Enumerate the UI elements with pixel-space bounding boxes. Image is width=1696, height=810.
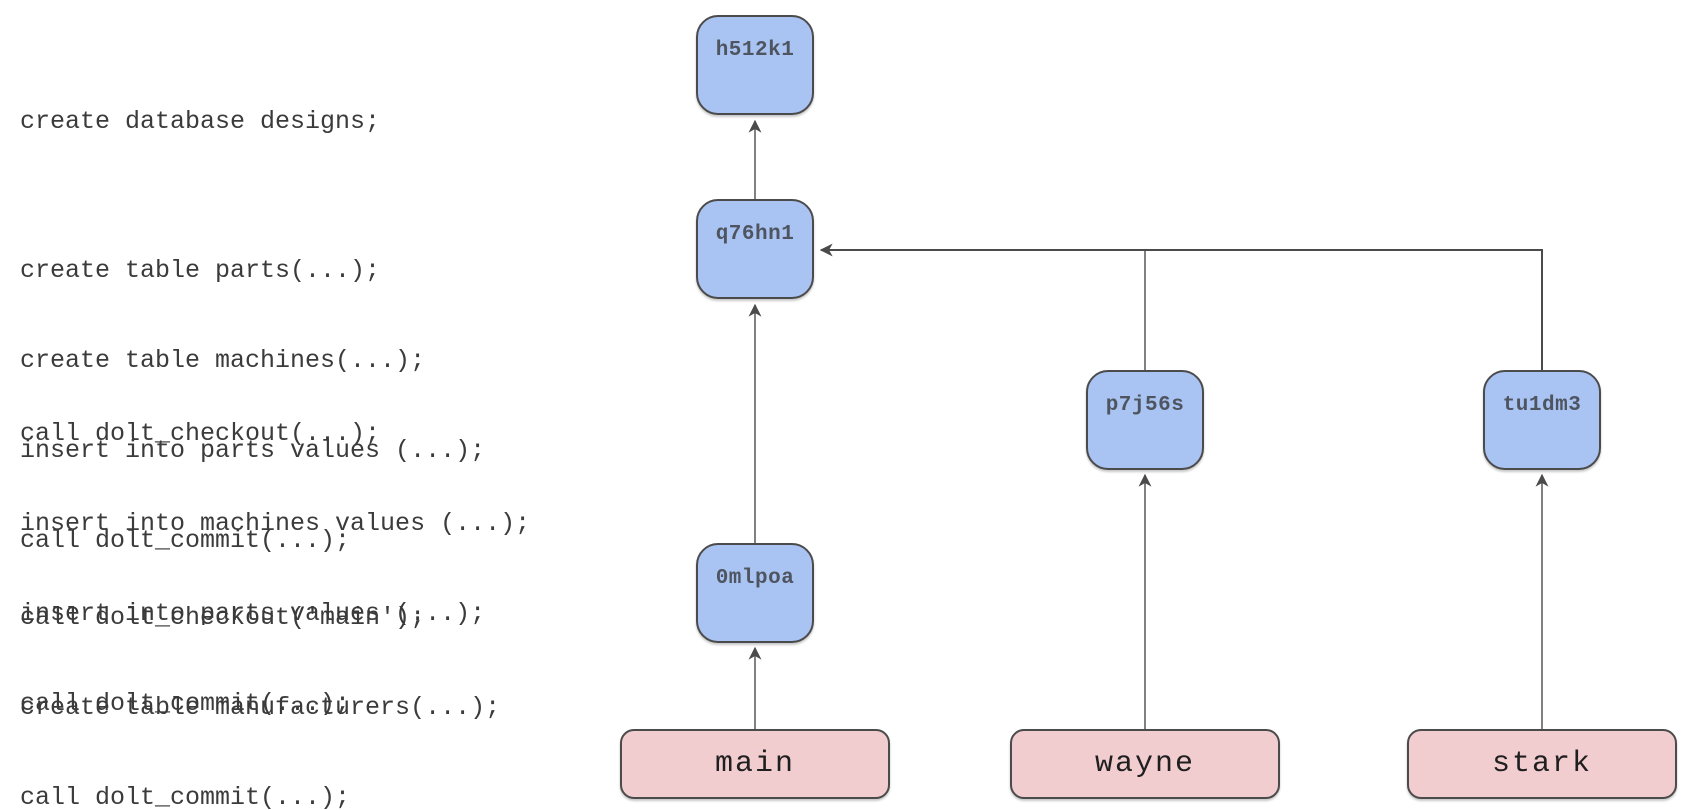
- sql-snippet-first-commit: create table parts(...); create table ma…: [20, 196, 485, 616]
- code-line: insert into machines values (...);: [20, 509, 531, 538]
- code-line: create table manufacturers(...);: [20, 693, 501, 722]
- code-line: insert into parts values (...);: [20, 599, 486, 628]
- sql-snippet-main-commit: call dolt_checkout('main'); create table…: [20, 543, 500, 810]
- code-line: call dolt_commit(...);: [20, 783, 351, 810]
- code-line: call dolt_commit(...);: [20, 526, 351, 555]
- code-line: create database designs;: [20, 107, 381, 136]
- commit-id: p7j56s: [1105, 394, 1185, 417]
- code-line: insert into parts values (...);: [20, 436, 486, 465]
- commit-node-0mlpoa: 0mlpoa: [696, 543, 814, 643]
- commit-node-p7j56s: p7j56s: [1086, 370, 1204, 470]
- sql-snippet-branch-commit: call dolt_checkout(...); insert into mac…: [20, 359, 530, 779]
- branch-name: main: [714, 747, 795, 781]
- code-line: call dolt_commit(...);: [20, 689, 351, 718]
- commit-id: q76hn1: [715, 223, 795, 246]
- branch-label-wayne: wayne: [1010, 729, 1280, 799]
- sql-snippet-create-database: create database designs;: [20, 47, 380, 197]
- branch-name: wayne: [1094, 747, 1195, 781]
- commit-id: tu1dm3: [1502, 394, 1582, 417]
- commit-node-h512k1: h512k1: [696, 15, 814, 115]
- branch-label-main: main: [620, 729, 890, 799]
- code-line: create table parts(...);: [20, 256, 381, 285]
- commit-node-tu1dm3: tu1dm3: [1483, 370, 1601, 470]
- branch-name: stark: [1491, 747, 1592, 781]
- commit-id: h512k1: [715, 39, 795, 62]
- branch-label-stark: stark: [1407, 729, 1677, 799]
- code-line: call dolt_checkout('main');: [20, 603, 426, 632]
- commit-id: 0mlpoa: [715, 567, 795, 590]
- commit-node-q76hn1: q76hn1: [696, 199, 814, 299]
- edge-tu1dm3-to-q76hn1: [819, 243, 1543, 370]
- code-line: call dolt_checkout(...);: [20, 419, 381, 448]
- code-line: create table machines(...);: [20, 346, 426, 375]
